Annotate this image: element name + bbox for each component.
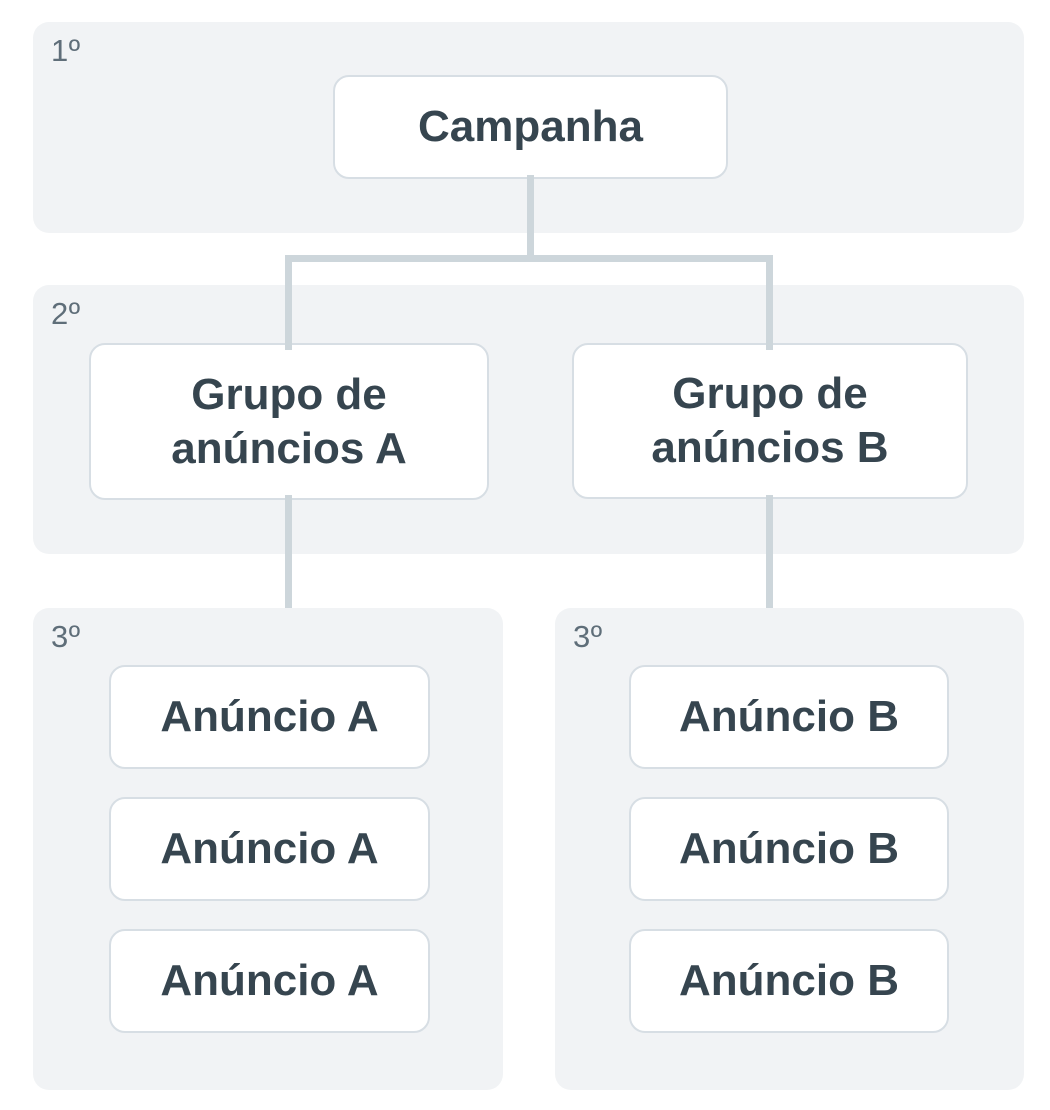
connector-group-b-top (766, 255, 773, 350)
ad-a-node-3-label: Anúncio A (160, 956, 379, 1006)
tier-1-label: 1º (51, 33, 81, 68)
ad-a-node-2-label: Anúncio A (160, 824, 379, 874)
ad-a-node-2: Anúncio A (109, 797, 430, 901)
ad-a-node-3: Anúncio A (109, 929, 430, 1033)
tier-3-a-label: 3º (51, 619, 81, 654)
tier-3-panel-b: 3º Anúncio B Anúncio B Anúncio B (555, 608, 1024, 1090)
ad-b-node-3-label: Anúncio B (679, 956, 899, 1006)
tier-3-b-label: 3º (573, 619, 603, 654)
ad-b-node-2: Anúncio B (629, 797, 949, 901)
ad-group-a-node: Grupo de anúncios A (89, 343, 489, 500)
connector-group-b-bottom (766, 495, 773, 608)
campaign-node: Campanha (333, 75, 728, 179)
ad-group-b-node: Grupo de anúncios B (572, 343, 968, 499)
ad-a-node-1: Anúncio A (109, 665, 430, 769)
ad-group-b-node-label: Grupo de anúncios B (651, 369, 889, 472)
tier-2-panel: 2º Grupo de anúncios A Grupo de anúncios… (33, 285, 1024, 554)
connector-branch-bar (285, 255, 773, 262)
ad-b-node-2-label: Anúncio B (679, 824, 899, 874)
connector-group-a-bottom (285, 495, 292, 608)
tier-3-panel-a: 3º Anúncio A Anúncio A Anúncio A (33, 608, 503, 1090)
ad-group-a-node-label: Grupo de anúncios A (171, 369, 407, 473)
ad-b-node-1: Anúncio B (629, 665, 949, 769)
campaign-node-label: Campanha (418, 102, 643, 152)
connector-group-a-top (285, 255, 292, 350)
ad-b-node-1-label: Anúncio B (679, 692, 899, 742)
connector-campaign-stem (527, 175, 534, 262)
tier-2-label: 2º (51, 296, 81, 331)
ad-b-node-3: Anúncio B (629, 929, 949, 1033)
ad-a-node-1-label: Anúncio A (160, 692, 379, 742)
